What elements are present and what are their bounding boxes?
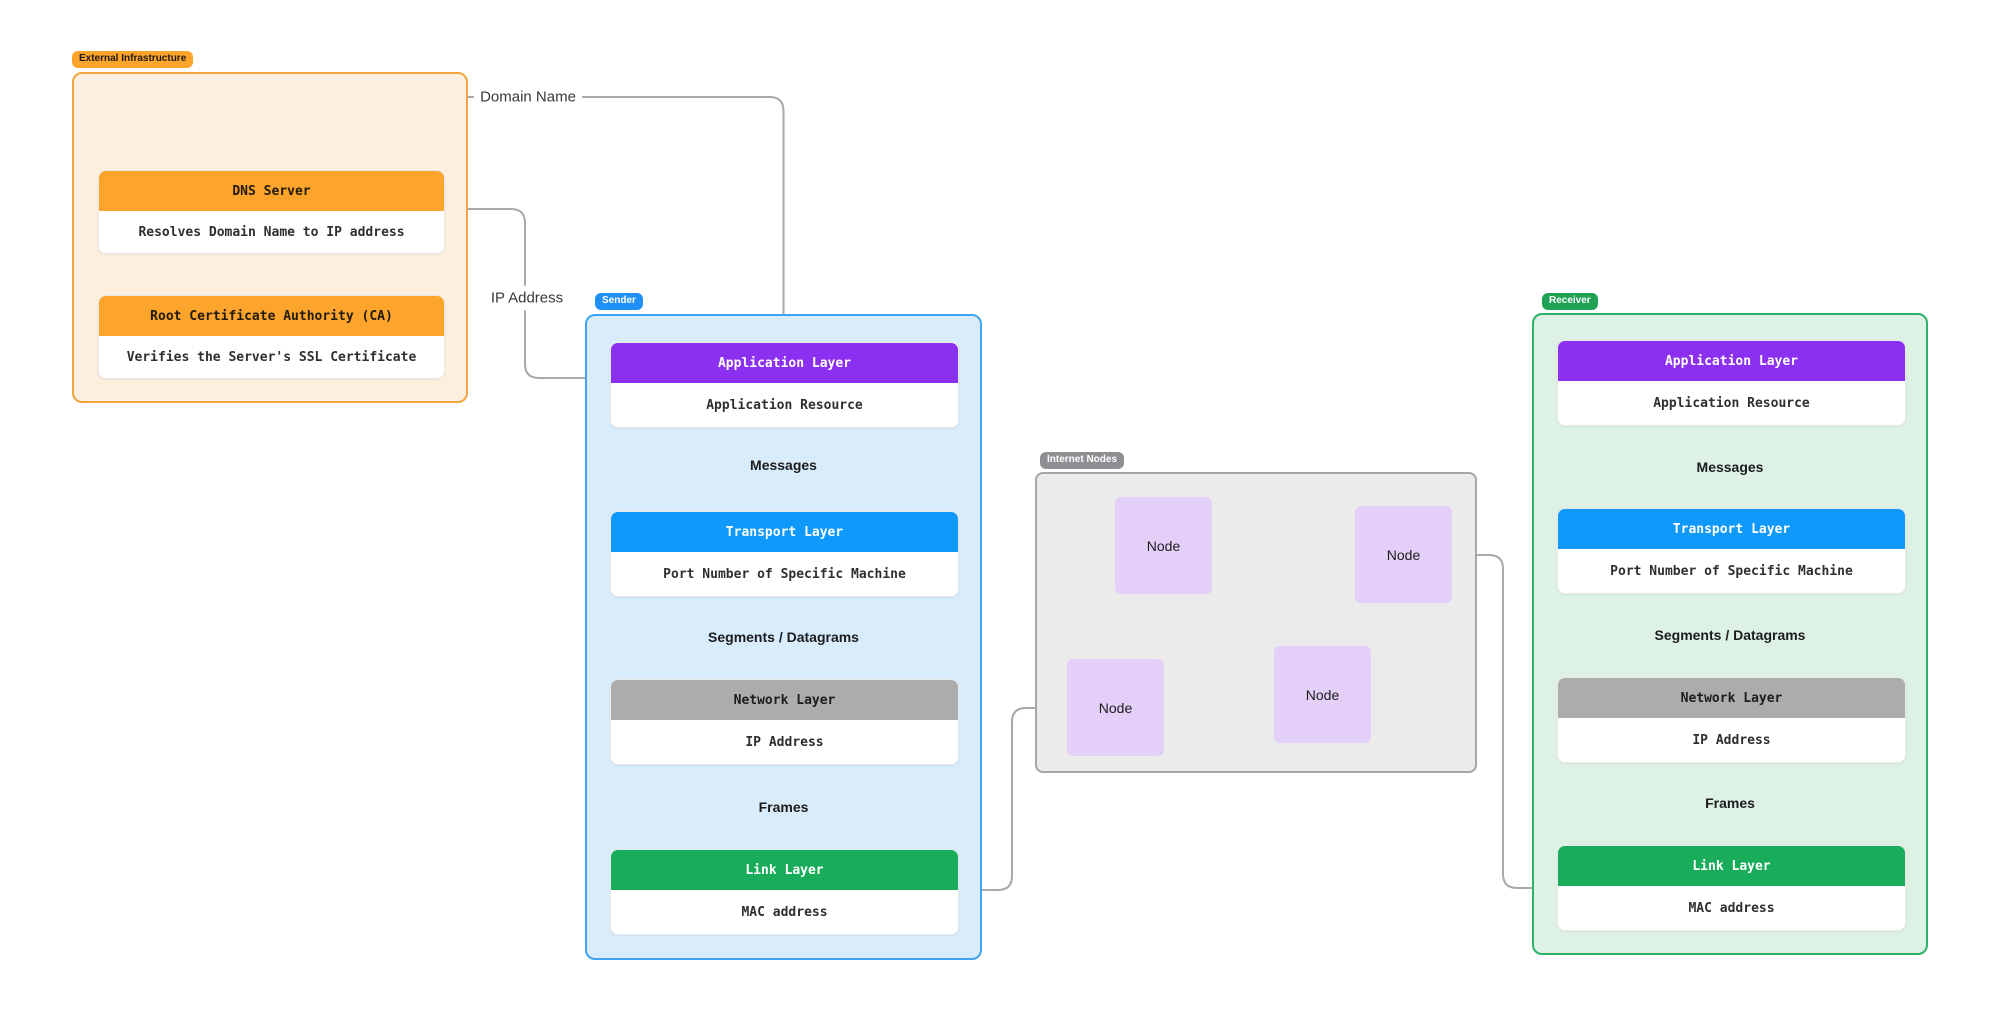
sender-link-layer-title: Link Layer (611, 850, 958, 890)
ip-address-label: IP Address (490, 289, 564, 307)
dns-server-title: DNS Server (99, 171, 444, 211)
external-infrastructure-badge: External Infrastructure (72, 51, 194, 68)
receiver-application-layer: Application Layer Application Resource (1557, 340, 1906, 426)
sender-messages-label: Messages (750, 457, 817, 473)
sender-link-layer-value: MAC address (611, 890, 958, 934)
sender-application-layer: Application Layer Application Resource (610, 342, 959, 428)
dns-server-description: Resolves Domain Name to IP address (99, 211, 444, 253)
receiver-badge: Receiver (1542, 293, 1598, 310)
receiver-segments-label: Segments / Datagrams (1654, 627, 1806, 643)
sender-segments-label: Segments / Datagrams (708, 629, 859, 645)
receiver-transport-layer: Transport Layer Port Number of Specific … (1557, 508, 1906, 594)
receiver-link-layer: Link Layer MAC address (1557, 845, 1906, 931)
root-ca-node: Root Certificate Authority (CA) Verifies… (98, 295, 445, 379)
receiver-network-layer-value: IP Address (1558, 718, 1905, 762)
receiver-transport-layer-title: Transport Layer (1558, 509, 1905, 549)
domain-name-label: Domain Name (474, 87, 582, 107)
sender-transport-layer-value: Port Number of Specific Machine (611, 552, 958, 596)
dns-server-node: DNS Server Resolves Domain Name to IP ad… (98, 170, 445, 254)
internet-node-1: Node (1067, 659, 1164, 756)
internet-node-4: Node (1355, 506, 1452, 603)
internet-nodes-badge: Internet Nodes (1040, 452, 1125, 469)
sender-link-layer: Link Layer MAC address (610, 849, 959, 935)
receiver-frames-label: Frames (1705, 795, 1755, 811)
sender-application-layer-value: Application Resource (611, 383, 958, 427)
sender-frames-label: Frames (758, 799, 809, 815)
sender-network-layer-title: Network Layer (611, 680, 958, 720)
receiver-messages-label: Messages (1696, 459, 1764, 475)
receiver-network-layer-title: Network Layer (1558, 678, 1905, 718)
sender-network-layer: Network Layer IP Address (610, 679, 959, 765)
root-ca-title: Root Certificate Authority (CA) (99, 296, 444, 336)
receiver-link-layer-title: Link Layer (1558, 846, 1905, 886)
receiver-transport-layer-value: Port Number of Specific Machine (1558, 549, 1905, 593)
receiver-link-layer-value: MAC address (1558, 886, 1905, 930)
receiver-application-layer-title: Application Layer (1558, 341, 1905, 381)
receiver-application-layer-value: Application Resource (1558, 381, 1905, 425)
sender-transport-layer: Transport Layer Port Number of Specific … (610, 511, 959, 597)
sender-network-layer-value: IP Address (611, 720, 958, 764)
receiver-network-layer: Network Layer IP Address (1557, 677, 1906, 763)
root-ca-description: Verifies the Server's SSL Certificate (99, 336, 444, 378)
sender-transport-layer-title: Transport Layer (611, 512, 958, 552)
internet-node-2: Node (1115, 497, 1212, 594)
sender-application-layer-title: Application Layer (611, 343, 958, 383)
internet-node-3: Node (1274, 646, 1371, 743)
sender-badge: Sender (595, 293, 643, 310)
